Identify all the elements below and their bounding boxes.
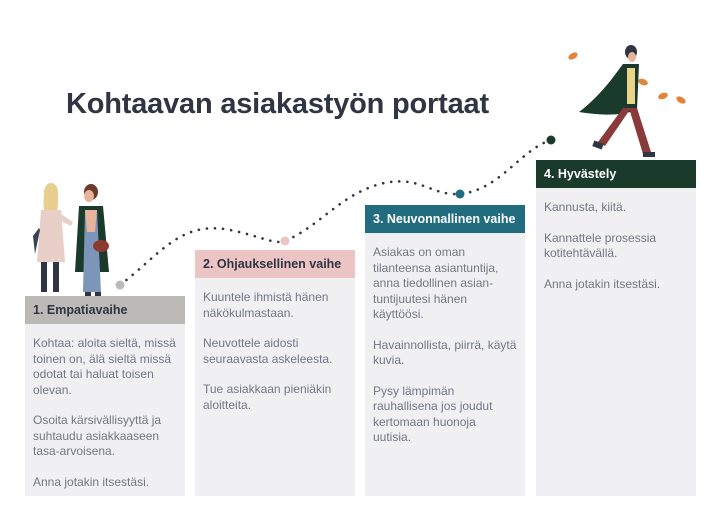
step-paragraph: Asiakas on oman tilanteensa asiantuntija…: [373, 245, 499, 321]
step-paragraph: Anna jotakin itsestäsi.: [33, 474, 150, 489]
step-header: 4. Hyvästely: [536, 160, 696, 188]
page-title: Kohtaavan asiakastyön portaat: [66, 88, 489, 120]
step-body: Asiakas on oman tilanteensa asiantuntija…: [365, 233, 525, 446]
step-ohjauksellinen-vaihe: 2. Ohjauksellinen vaihe Kuuntele ihmistä…: [195, 250, 355, 496]
step-header: 2. Ohjauksellinen vaihe: [195, 250, 355, 278]
step-body: Kohtaa: aloita sieltä, missä toinen on, …: [25, 324, 185, 490]
step-neuvonnallinen-vaihe: 3. Neuvonnallinen vaihe Asiakas on oman …: [365, 205, 525, 496]
step-paragraph: Osoita kärsivällisyyttä ja suhtaudu asia…: [33, 413, 162, 458]
step-empatiavaihe: 1. Empatiavaihe Kohtaa: aloita sieltä, m…: [25, 296, 185, 496]
step-paragraph: Pysy lämpimän rauhallisena jos joudut ke…: [373, 383, 493, 445]
step-paragraph: Kannusta, kiitä.: [544, 200, 627, 214]
step-body: Kuuntele ihmistä hänen näkökulmastaan. N…: [195, 278, 355, 413]
step-paragraph: Kohtaa: aloita sieltä, missä toinen on, …: [33, 336, 176, 397]
path-node-1: [115, 280, 125, 290]
step-paragraph: Neuvottele aidosti seuraavasta askeleest…: [203, 336, 333, 366]
step-header: 3. Neuvonnallinen vaihe: [365, 205, 525, 233]
man-walking-with-leaves-illustration: [568, 45, 686, 157]
step-header: 1. Empatiavaihe: [25, 296, 185, 324]
path-line: [118, 138, 553, 287]
path-node-3: [455, 189, 465, 199]
step-paragraph: Tue asiakkaan pieniäkin aloitteita.: [203, 382, 332, 412]
step-paragraph: Kannattele prosessia kotitehtävällä.: [544, 230, 657, 261]
step-body: Kannusta, kiitä. Kannattele prosessia ko…: [536, 188, 696, 292]
step-paragraph: Anna jotakin itsestäsi.: [544, 276, 661, 291]
step-paragraph: Havainnollista, piirrä, käytä kuvia.: [373, 337, 517, 368]
step-hyvastely: 4. Hyvästely Kannusta, kiitä. Kannattele…: [536, 160, 696, 496]
step-paragraph: Kuuntele ihmistä hänen näkökulmastaan.: [203, 290, 329, 320]
path-node-4: [546, 135, 556, 145]
two-women-walking-illustration: [33, 183, 109, 298]
path-node-2: [280, 236, 290, 246]
